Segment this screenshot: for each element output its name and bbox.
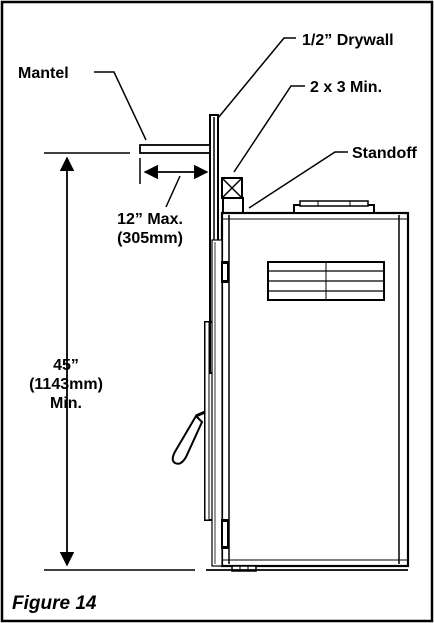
drywall-leader [217,37,296,119]
stud-box [221,177,243,199]
door-panel [204,321,212,521]
depth-leader [165,175,181,208]
height-metric: (1143mm) [29,376,103,393]
door-handle [171,410,206,465]
standoff-leader [248,151,348,209]
figure-caption: Figure 14 [12,593,97,614]
height-min-label: Min. [50,395,82,412]
stud-label: 2 x 3 Min. [310,79,382,96]
mantel-depth-metric: (305mm) [117,230,183,247]
louver-panel [267,261,385,301]
drywall-label: 1/2” Drywall [302,32,394,49]
mantel-label: Mantel [18,65,69,82]
height-label: 45” [53,357,79,374]
stud-leader [233,85,305,173]
standoff-block [222,197,244,215]
upper-hinge [221,261,229,283]
mantel-leader [94,71,147,141]
top-rail [293,200,375,214]
mantel-depth-label: 12” Max. [117,211,183,228]
mantel-board [139,144,211,154]
lower-hinge [221,519,229,549]
standoff-label: Standoff [352,145,418,162]
